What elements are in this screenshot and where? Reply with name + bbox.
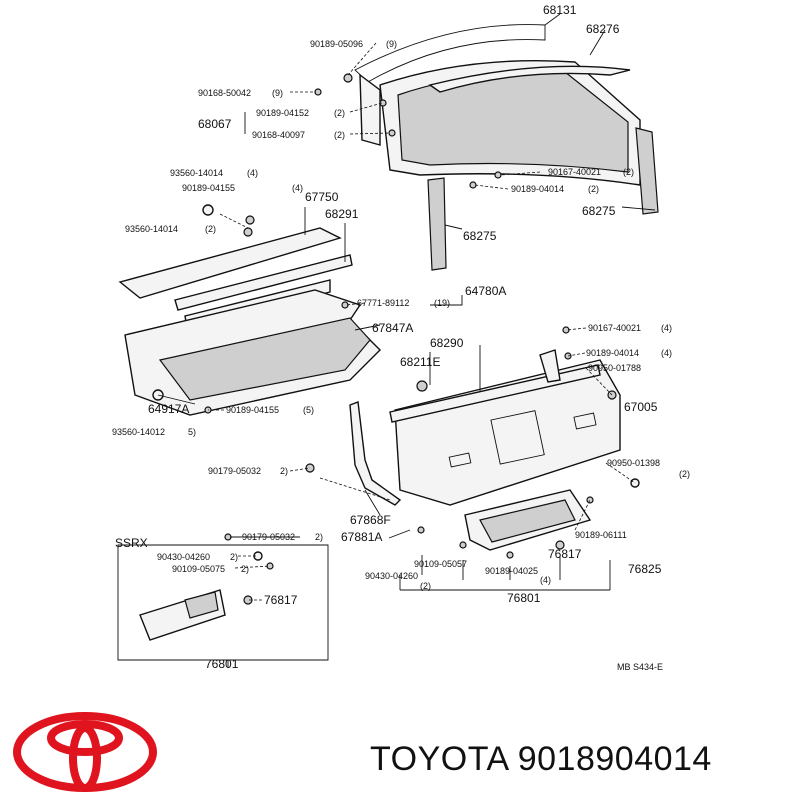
callout-c41: 93560-14012 <box>112 427 165 437</box>
leader-lines <box>157 13 656 668</box>
callout-c49: SSRX <box>115 536 148 550</box>
weatherstrip-right <box>635 127 659 215</box>
callout-c30: 90167-40021 <box>588 323 641 333</box>
callout-c27: (19) <box>434 298 450 308</box>
callout-c56: 2) <box>241 564 249 574</box>
callout-c48: 90189-06111 <box>575 530 627 540</box>
callout-c59: 90109-05057 <box>414 559 467 569</box>
callout-c52: 67881A <box>341 530 382 544</box>
callout-c63: (2) <box>420 581 431 591</box>
brand-name: TOYOTA <box>370 740 508 778</box>
callout-c44: 2) <box>280 466 288 476</box>
callout-c7: 90189-04152 <box>256 108 309 118</box>
callout-c53: 90430-04260 <box>157 552 210 562</box>
callout-c28: 64780A <box>465 284 506 298</box>
brand-part-number: TOYOTA 9018904014 <box>370 740 712 779</box>
callout-c65: 76801 <box>507 591 541 605</box>
callout-c58: 90430-04260 <box>365 571 418 581</box>
callout-c39: 90189-04155 <box>226 405 279 415</box>
callout-c24: 68275 <box>582 204 616 218</box>
weatherstrip-left <box>427 177 447 271</box>
callout-c14: 90189-04155 <box>182 183 235 193</box>
callout-c31: (4) <box>661 323 672 333</box>
callout-c68: MB S434-E <box>617 662 663 672</box>
callout-c9: 68067 <box>198 117 232 131</box>
callout-c1: 68131 <box>543 3 577 17</box>
callout-c62: 76825 <box>628 562 662 576</box>
callout-c19: (2) <box>205 224 216 234</box>
callout-c5: 90168-50042 <box>198 88 251 98</box>
callout-c46: (2) <box>679 469 690 479</box>
callout-c26: 67771-89112 <box>357 298 409 308</box>
toyota-emblem-icon <box>13 712 157 792</box>
callout-c4: (9) <box>386 39 397 49</box>
callout-c25: 68275 <box>463 229 497 243</box>
callout-c43: 90179-05032 <box>208 466 261 476</box>
callout-c12: 93560-14014 <box>170 168 223 178</box>
callout-c15: (4) <box>292 183 303 193</box>
hinge-arm <box>349 349 561 506</box>
callout-c10: 90168-40097 <box>252 130 305 140</box>
callout-c51: 2) <box>315 532 323 542</box>
callout-c33: 90189-04014 <box>586 348 639 358</box>
callout-c42: 5) <box>188 427 196 437</box>
callout-c45: 90950-01398 <box>607 458 660 468</box>
callout-c20: 90167-40021 <box>548 167 601 177</box>
callout-c11: (2) <box>334 130 345 140</box>
callout-c32: 68290 <box>430 336 464 350</box>
callout-c22: 90189-04014 <box>511 184 564 194</box>
callout-c21: (2) <box>623 167 634 177</box>
callout-c6: (9) <box>272 88 283 98</box>
parts-diagram: 68131 68276 90189-05096 (9) 90168-50042 … <box>112 3 690 672</box>
callout-c64: (4) <box>540 575 551 585</box>
part-number: 9018904014 <box>517 740 712 778</box>
callout-c55: 90109-05075 <box>172 564 225 574</box>
callout-c60: 90189-04025 <box>485 566 538 576</box>
callout-c47: 67868F <box>350 513 391 527</box>
callout-c36: 90950-01788 <box>588 363 641 373</box>
callout-c34: (4) <box>661 348 672 358</box>
ssrx-inset <box>117 544 329 661</box>
callout-c40: (5) <box>303 405 314 415</box>
callout-c8: (2) <box>334 108 345 118</box>
callout-c16: 67750 <box>305 190 339 204</box>
callout-c17: 68291 <box>325 207 359 221</box>
callout-c23: (2) <box>588 184 599 194</box>
callout-c66: 76817 <box>264 593 298 607</box>
callout-c18: 93560-14014 <box>125 224 178 234</box>
callout-labels: 68131 68276 90189-05096 (9) 90168-50042 … <box>112 3 690 672</box>
toyota-emblem-rings <box>13 712 157 792</box>
rear-window-assembly <box>354 24 641 186</box>
callout-c35: 68211E <box>400 355 440 369</box>
callout-c29: 67847A <box>372 321 413 335</box>
callout-c38: 64917A <box>148 402 189 416</box>
callout-c3: 90189-05096 <box>310 39 363 49</box>
callout-c67: 76801 <box>205 657 239 671</box>
callout-c57: 76817 <box>548 547 582 561</box>
inner-trim-panel <box>124 289 381 416</box>
callout-c54: 2) <box>230 552 238 562</box>
callout-c13: (4) <box>247 168 258 178</box>
callout-c37: 67005 <box>624 400 658 414</box>
callout-c2: 68276 <box>586 22 620 36</box>
callout-c50: 90179-05032 <box>242 532 295 542</box>
license-lamp <box>464 489 592 551</box>
